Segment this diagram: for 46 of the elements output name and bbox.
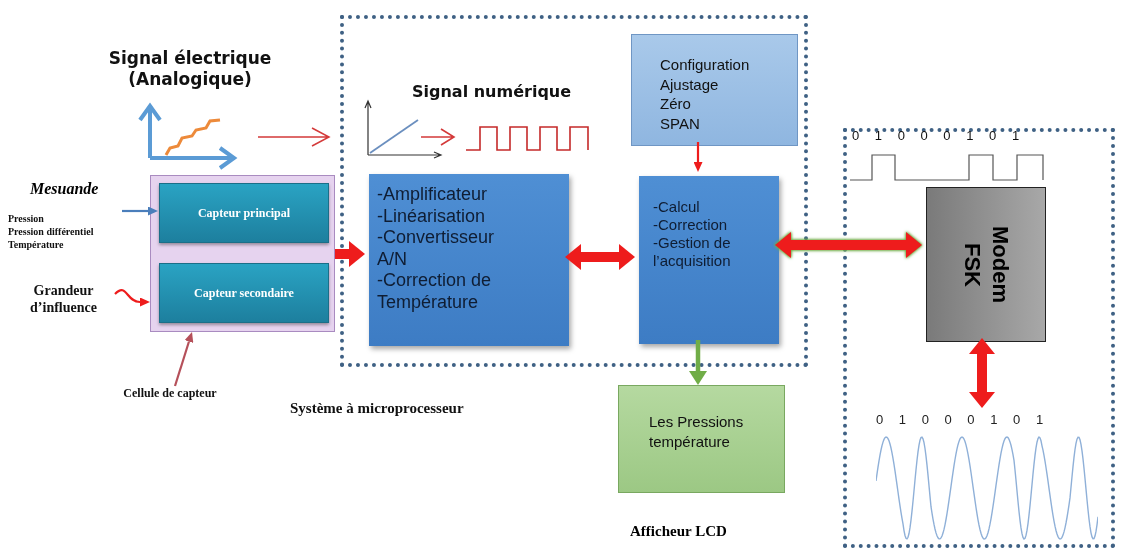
- sensor-label: Capteur secondaire: [194, 285, 294, 301]
- process-text: -Linéarisation: [377, 205, 487, 228]
- measurand-list: Pression différentiel: [8, 225, 94, 238]
- process-text: -Convertisseur A/N: [377, 227, 496, 271]
- process-text: -Gestion de l’acquisition: [653, 234, 732, 270]
- arrow: [565, 244, 635, 270]
- arrow: [114, 289, 150, 307]
- cell-label: Cellule de capteur: [123, 386, 217, 401]
- measurand-list: Pression: [8, 212, 44, 225]
- influence-label: Grandeur d’influence: [29, 283, 98, 317]
- config-box: [631, 34, 798, 146]
- arrow: [122, 206, 158, 216]
- arrow: [335, 241, 365, 267]
- display-text: Les Pressions température: [649, 412, 745, 451]
- process-box: [369, 174, 569, 346]
- config-text: Ajustage: [660, 74, 719, 94]
- config-text: SPAN: [660, 113, 700, 133]
- modem-box: [926, 187, 1046, 342]
- bit-sequence: 0 1 0 0 0 1 0 1: [852, 128, 1021, 143]
- process-text: -Amplificateur: [377, 184, 489, 206]
- arrow: [775, 232, 922, 258]
- sensor-label: Capteur principal: [197, 205, 291, 221]
- config-text: Zéro: [660, 94, 691, 114]
- display-box: [618, 385, 785, 493]
- arrow: [969, 338, 995, 408]
- signal-title: Signal électrique (Analogique): [107, 48, 273, 91]
- config-text: Configuration: [660, 55, 750, 75]
- process-text: -Correction de Température: [377, 270, 493, 314]
- measurand-title: Mesuande: [30, 180, 99, 198]
- dotted-frame: [340, 15, 808, 367]
- system-title: Système à microprocesseur: [290, 400, 465, 417]
- signal-title: Signal numérique: [412, 82, 573, 101]
- sensor-box: [159, 263, 329, 323]
- modem-label: Modem FSK: [959, 225, 1014, 305]
- process-text: -Calcul: [653, 198, 701, 216]
- dotted-frame: [843, 128, 1115, 548]
- bit-sequence: 0 1 0 0 0 1 0 1: [876, 412, 1044, 427]
- display-caption: Afficheur LCD: [630, 523, 727, 540]
- arrow: [173, 332, 194, 387]
- sensor-box: [159, 183, 329, 243]
- sensor-cell-box: [150, 175, 335, 332]
- process-text: -Correction: [653, 216, 729, 234]
- arrow: [689, 340, 707, 385]
- process-box: [639, 176, 779, 344]
- arrow: [693, 142, 703, 172]
- measurand-list: Température: [8, 238, 64, 251]
